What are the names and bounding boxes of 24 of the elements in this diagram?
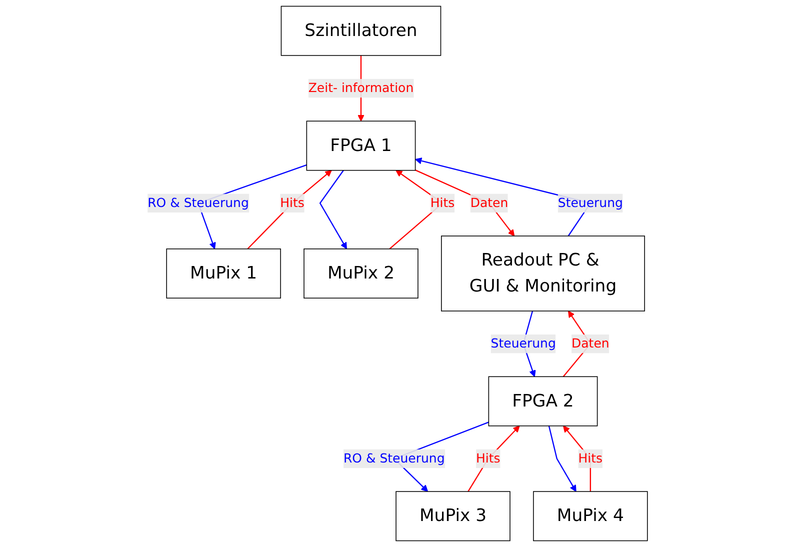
arrow [319,170,347,250]
arrow [548,426,576,492]
edge-label: Zeit- information [308,80,414,96]
node-box: MuPix 1 [166,248,281,298]
node-box: Readout PC & GUI & Monitoring [441,236,645,312]
edge-label: Hits [578,450,603,466]
edge-label: Hits [280,195,304,210]
edge-label: Hits [476,450,500,466]
edge-label: Hits [430,195,455,210]
node-box: FPGA 1 [306,120,416,171]
edge-label: RO & Steuerung [343,450,445,466]
node-box: MuPix 3 [396,491,510,542]
node-box: Szintillatoren [280,6,442,56]
edge-label: Steuerung [558,195,623,210]
arrow [468,426,520,492]
edge-label: Daten [572,336,610,351]
node-box: FPGA 2 [488,376,598,426]
node-box: MuPix 4 [533,491,648,542]
arrow [415,170,515,236]
edge-label: RO & Steuerung [148,195,249,210]
arrow [247,170,332,250]
edge-label: Daten [470,195,508,210]
node-box: MuPix 2 [304,248,418,298]
edge-label: Steuerung [490,336,556,351]
